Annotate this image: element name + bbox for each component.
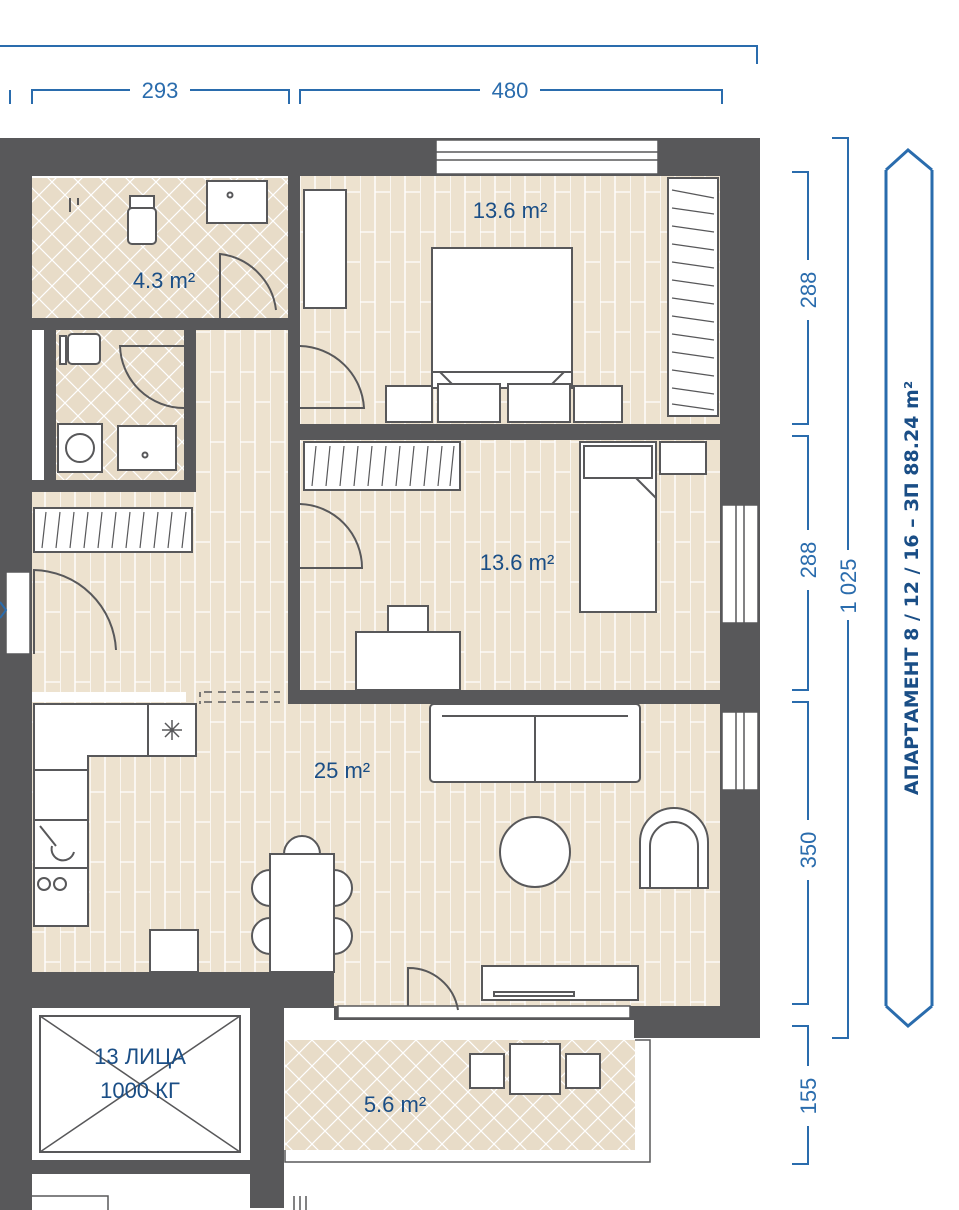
bathroom-fixtures [69,180,268,245]
entry-door [33,568,117,654]
bedroom-2-furniture [303,441,707,691]
kitchen [33,703,199,973]
bedroom-1-furniture [303,177,719,423]
bedroom-2-door [299,503,364,569]
apartment-title: АПАРТАМЕНТ 8 / 12 / 16 – ЗП 88.24 m² [901,381,923,795]
bedroom-2-area: 13.6 m² [480,550,555,575]
dim-width-1: 293 [142,78,179,103]
dim-height-4: 155 [796,1078,821,1115]
dim-total: 1 025 [836,558,861,613]
dining-set [251,835,353,973]
balcony-door [407,966,459,1011]
desk-2 [355,631,461,691]
dim-height-2: 288 [796,542,821,579]
fridge [149,929,199,973]
dining-table [269,853,335,973]
elevator-capacity-weight: 1000 КГ [100,1078,180,1103]
desk [303,189,347,309]
balcony-table [509,1043,561,1095]
entry-arrow-icon [0,601,8,619]
wc-door [118,345,185,409]
toilet [127,207,157,245]
bedroom-1-door [299,345,366,409]
wardrobe-entry-hangers [41,511,187,549]
dimension-lines-top [0,45,758,104]
wardrobe-2-hangers [311,445,455,487]
bed-double [431,247,573,389]
kitchen-counter [33,703,197,927]
ventilation-icon [162,720,182,740]
dim-height-3: 350 [796,832,821,869]
balcony-area: 5.6 m² [364,1092,426,1117]
living-furniture [429,703,709,1001]
bedroom-1-area: 13.6 m² [473,198,548,223]
dimension-lines-right [792,137,849,1165]
entry-furniture [33,507,193,553]
bathroom-door [219,252,277,318]
wardrobe-1-hangers [671,189,715,411]
hall-floor [186,330,290,702]
wardrobe-1 [667,177,719,417]
balcony-furniture [469,1043,601,1095]
wc-sink [117,425,177,471]
elevator-capacity-persons: 13 ЛИЦА [94,1044,186,1069]
balcony-railing [284,1039,651,1163]
living-area: 25 m² [314,758,370,783]
windows [5,139,759,1019]
title-bracket [884,148,934,1028]
wardrobe-entry [33,507,193,553]
elevator-shaft [32,1008,250,1160]
dim-width-2: 480 [492,78,529,103]
sink [206,180,268,224]
bathroom-area: 4.3 m² [133,268,195,293]
wc-fixtures [57,333,177,473]
coffee-table [499,816,571,888]
dim-height-1: 288 [796,272,821,309]
